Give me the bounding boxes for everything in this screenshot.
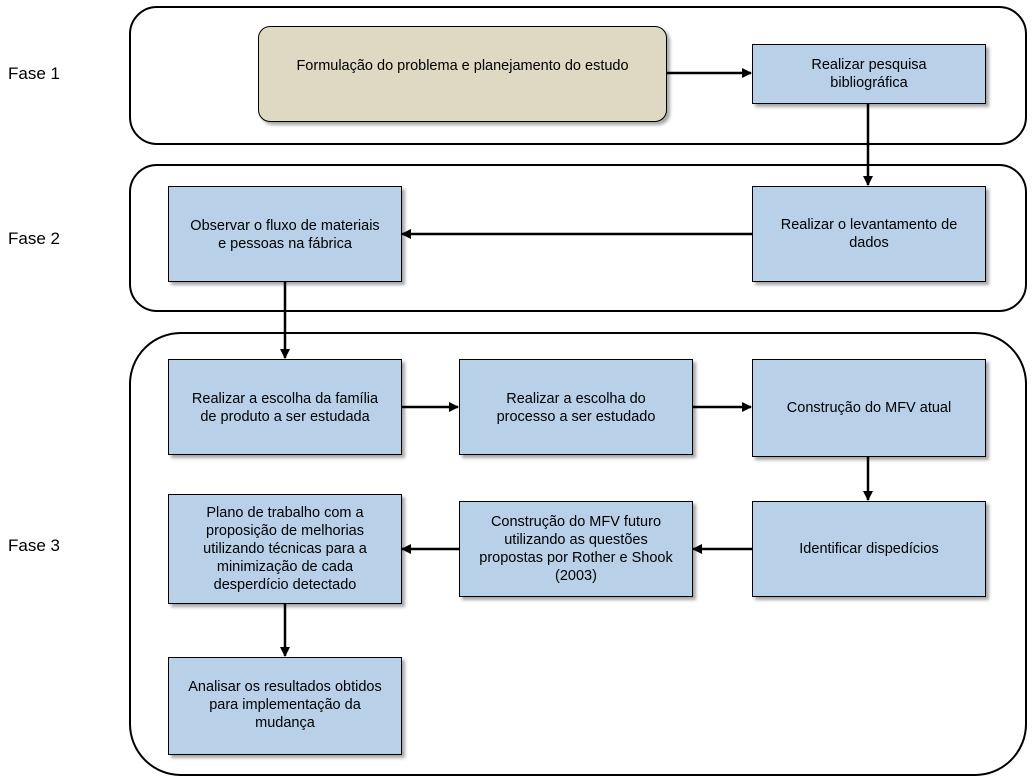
node-plano: Plano de trabalho com a proposição de me… xyxy=(168,494,402,604)
phase-3-label: Fase 3 xyxy=(8,536,60,555)
phase-2-label: Fase 2 xyxy=(8,229,60,248)
node-familia: Realizar a escolha da família de produto… xyxy=(168,359,402,455)
node-mfv-atual: Construção do MFV atual xyxy=(752,359,986,457)
node-analisar: Analisar os resultados obtidos para impl… xyxy=(168,657,402,755)
node-desperdicios: Identificar dispedícios xyxy=(752,501,986,597)
node-levantamento: Realizar o levantamento de dados xyxy=(752,186,986,282)
phase-1-label: Fase 1 xyxy=(8,64,60,83)
node-processo: Realizar a escolha do processo a ser est… xyxy=(459,359,693,455)
node-formulacao: Formulação do problema e planejamento do… xyxy=(258,26,667,122)
node-mfv-futuro: Construção do MFV futuro utilizando as q… xyxy=(459,501,693,597)
node-pesquisa: Realizar pesquisa bibliográfica xyxy=(752,44,986,104)
node-observar: Observar o fluxo de materiais e pessoas … xyxy=(168,186,402,282)
